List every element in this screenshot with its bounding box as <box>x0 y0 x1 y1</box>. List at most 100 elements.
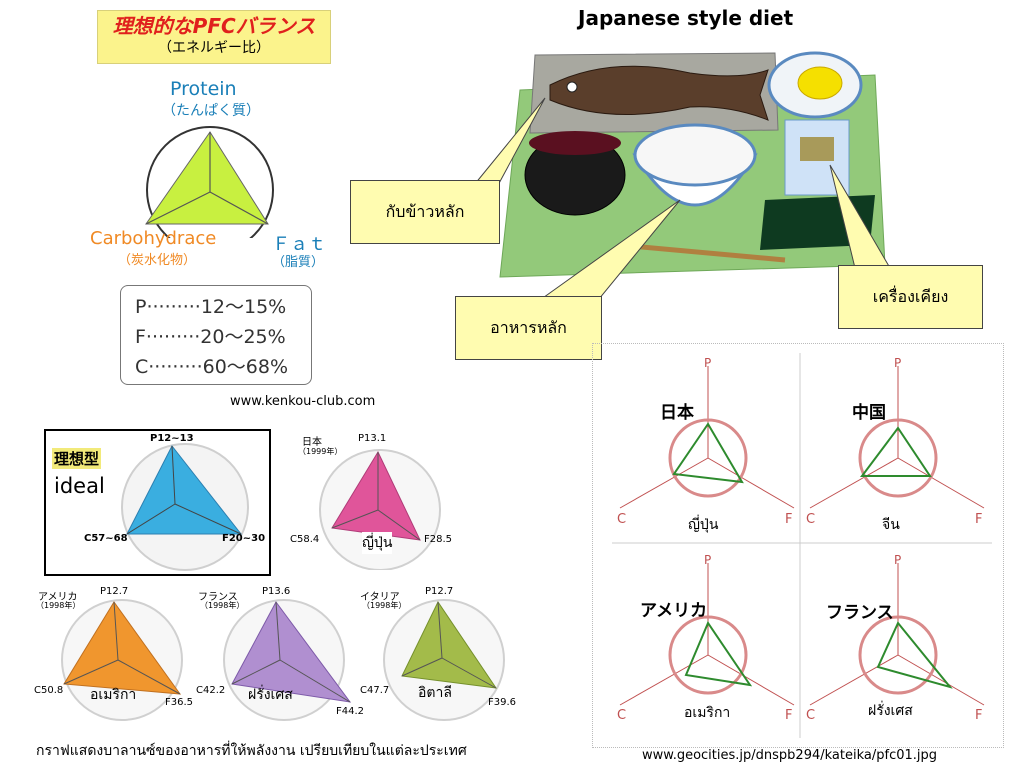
fish-icon <box>549 65 769 121</box>
usa-jp-label: アメリカ <box>38 592 78 603</box>
fish-eye <box>566 81 578 93</box>
cell3-circle <box>858 615 938 695</box>
usa-f-label: F36.5 <box>165 697 194 708</box>
cell0-f-axis-label: F <box>785 512 793 527</box>
side-dish-food <box>800 137 834 161</box>
cell1-c-axis-label: C <box>806 512 816 527</box>
france-c-label: C42.2 <box>196 685 226 696</box>
france-f-label: F44.2 <box>336 706 365 717</box>
cell3-green-triangle <box>876 621 953 689</box>
ideal-chart <box>121 443 249 571</box>
cell0-radar <box>619 366 795 509</box>
japan-chart <box>319 449 441 570</box>
cell2-circle <box>668 615 748 695</box>
cell1-jp-label: 中国 <box>852 403 886 423</box>
pfc-axis-f <box>209 191 269 225</box>
usa-chart <box>61 599 183 721</box>
france-year: （1998年） <box>200 601 245 610</box>
italy-chart <box>383 599 505 721</box>
cell2-c-axis-label: C <box>617 708 627 723</box>
italy-triangle <box>401 601 498 689</box>
ideal-triangle <box>126 445 243 535</box>
cell0-thai-label: ญี่ปุ่น <box>688 517 719 533</box>
callout-staple: อาหารหลัก <box>455 296 602 360</box>
usa-thai-label: อเมริกา <box>90 687 137 703</box>
japan-f-label: F28.5 <box>424 534 453 545</box>
pfc-axis-c <box>145 191 211 225</box>
diet-title: Japanese style diet <box>578 6 794 30</box>
italy-jp-label: イタリア <box>360 592 400 603</box>
cell1-radar <box>809 366 985 509</box>
ideal-jp-label: 理想型 <box>52 448 102 469</box>
usa-year: （1998年） <box>36 601 81 610</box>
italy-p-label: P12.7 <box>425 586 454 597</box>
source-kenkou: www.kenkou-club.com <box>230 394 376 409</box>
cell0-c-axis-label: C <box>617 512 627 527</box>
range-f: F·········20～25% <box>135 326 286 348</box>
cell0-jp-label: 日本 <box>660 403 694 423</box>
cell0-circle <box>668 418 748 498</box>
radar-grid <box>612 353 992 738</box>
cell2-jp-label: アメリカ <box>640 601 708 621</box>
cell2-p-axis-label: P <box>704 553 712 567</box>
cell3-c-axis-label: C <box>806 708 816 723</box>
italy-year: （1998年） <box>362 601 407 610</box>
cell3-jp-label: フランス <box>826 603 894 623</box>
protein-jp-label: （たんぱく質） <box>162 103 260 119</box>
japan-thai-label: ญี่ปุ่น <box>362 532 393 554</box>
cell2-radar <box>619 563 795 706</box>
fat-label: Ｆａｔ <box>272 234 326 255</box>
miso-soup <box>529 131 621 155</box>
japan-c-label: C58.4 <box>290 534 320 545</box>
source-geocities: www.geocities.jp/dnspb294/kateika/pfc01.… <box>642 748 938 763</box>
italy-f-label: F39.6 <box>488 697 517 708</box>
france-triangle <box>231 601 352 703</box>
pfc-triangle <box>145 131 269 225</box>
protein-label: Protein <box>170 78 237 100</box>
cell1-p-axis-label: P <box>894 356 902 370</box>
cell0-p-axis-label: P <box>704 356 712 370</box>
range-c: C·········60～68% <box>135 356 289 378</box>
range-p: P·········12～15% <box>135 296 287 318</box>
nori <box>760 195 875 250</box>
ideal-p-label: P12~13 <box>150 433 194 444</box>
ideal-c-label: C57~68 <box>84 533 128 544</box>
pfc-ranges-box: P·········12～15% F·········20～25% C·····… <box>120 285 312 385</box>
banner-title: 理想的なPFCバランス <box>112 14 316 38</box>
callout-side-main: กับข้าวหลัก <box>350 180 500 244</box>
usa-p-label: P12.7 <box>100 586 129 597</box>
carb-jp-label: （炭水化物） <box>118 253 197 268</box>
carb-label: Carbohydrace <box>90 228 217 249</box>
ideal-frame <box>44 429 271 576</box>
rice <box>633 123 757 187</box>
cell3-thai-label: ฝรั่งเศส <box>868 703 913 719</box>
france-thai-label: ฝรั่งเศส <box>248 687 293 703</box>
france-chart <box>223 599 352 721</box>
meal-illustration <box>499 51 886 278</box>
france-p-label: P13.6 <box>262 586 291 597</box>
mini-charts-caption: กราฟแสดงบาลานซ์ของอาหารที่ให้พลังงาน เปร… <box>36 743 467 759</box>
france-jp-label: フランス <box>198 592 238 603</box>
pfc-banner: 理想的なPFCバランス （エネルギー比） <box>97 10 331 64</box>
cell3-radar <box>809 563 985 706</box>
callout-side: เครื่องเคียง <box>838 265 983 329</box>
cell3-p-axis-label: P <box>894 553 902 567</box>
cell2-green-triangle <box>684 620 753 687</box>
cell0-green-triangle <box>672 422 744 484</box>
cell1-f-axis-label: F <box>975 512 983 527</box>
usa-c-label: C50.8 <box>34 685 64 696</box>
cell2-thai-label: อเมริกา <box>684 705 731 721</box>
cell3-f-axis-label: F <box>975 708 983 723</box>
cell2-f-axis-label: F <box>785 708 793 723</box>
italy-thai-label: อิตาลี <box>418 685 452 701</box>
cell1-circle <box>858 418 938 498</box>
egg-yolk <box>797 66 843 100</box>
cell1-green-triangle <box>860 426 932 477</box>
cell1-thai-label: จีน <box>882 517 900 533</box>
pfc-triangle-diagram <box>145 126 274 238</box>
pfc-circle <box>146 126 274 238</box>
ideal-f-label: F20~30 <box>222 533 266 544</box>
japan-year: （1999年） <box>298 447 343 456</box>
radar-panel <box>592 343 1004 748</box>
fat-jp-label: （脂質） <box>272 255 325 270</box>
